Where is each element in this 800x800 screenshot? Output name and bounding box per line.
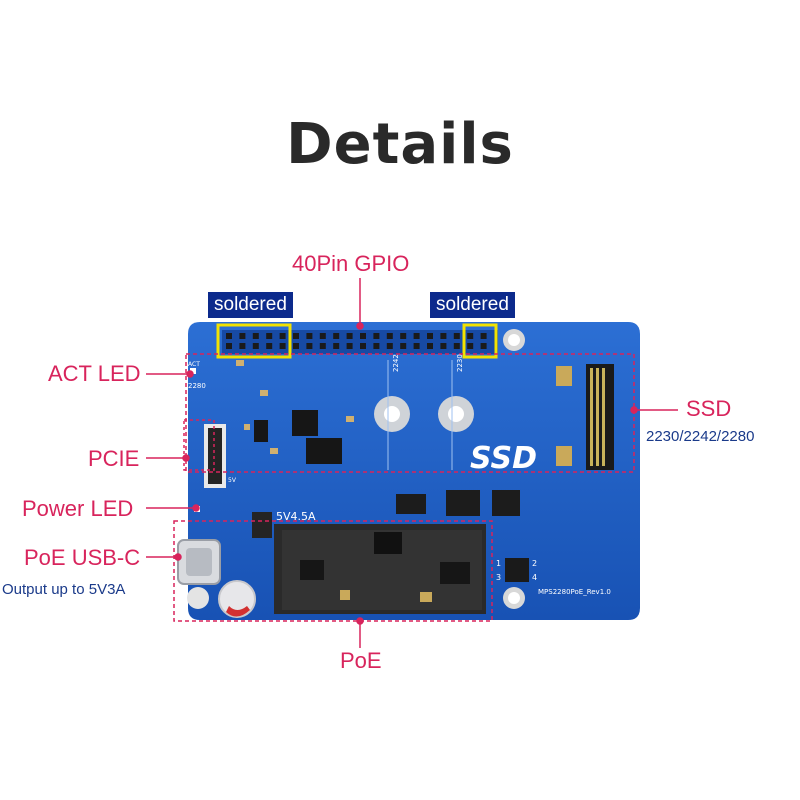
- inductor: [252, 512, 272, 538]
- gpio-pin: [427, 333, 433, 339]
- gpio-pin: [453, 343, 460, 349]
- badge-soldered-left: soldered: [208, 292, 293, 318]
- gpio-pin: [373, 333, 380, 339]
- silk-power-rating: 5V4.5A: [276, 510, 316, 523]
- gpio-pin: [480, 333, 487, 339]
- gpio-pin: [333, 343, 340, 349]
- m2-connector-contacts: [590, 368, 605, 466]
- gpio-pin: [360, 343, 366, 349]
- silk-model: MPS2280PoE_Rev1.0: [538, 588, 611, 596]
- silk-ssd-label: SSD: [470, 441, 537, 476]
- silk-pin-1: 1: [496, 559, 501, 568]
- gpio-pin: [306, 343, 313, 349]
- gpio-pin: [239, 343, 246, 349]
- gpio-pin: [266, 343, 273, 349]
- ic-chip-1: [292, 410, 318, 436]
- silk-pin-2: 2: [532, 559, 537, 568]
- mount-hole-top-right-inner: [508, 334, 520, 346]
- gpio-pin: [467, 333, 474, 339]
- label-ssd: SSD: [686, 396, 732, 421]
- gpio-pin: [226, 333, 232, 339]
- label-power-led: Power LED: [22, 496, 134, 521]
- mosfet-1: [396, 494, 426, 514]
- gpio-pin: [252, 343, 259, 349]
- soldered-highlight-left: [216, 323, 292, 359]
- gpio-pin: [413, 343, 420, 349]
- silk-act: ACT: [188, 361, 200, 368]
- gpio-pin: [413, 333, 420, 339]
- mosfet-3: [492, 490, 520, 516]
- gpio-pin: [346, 333, 353, 339]
- gpio-pin: [346, 343, 353, 349]
- label-poe: PoE: [340, 648, 382, 673]
- gpio-pin: [480, 343, 487, 349]
- gpio-pin: [306, 333, 313, 339]
- label-poe-usb-c: PoE USB-C: [24, 545, 141, 570]
- pcie-highlight: [183, 419, 215, 471]
- gpio-pin: [293, 333, 299, 339]
- gpio-pin: [467, 343, 474, 349]
- silk-2230: 2230: [456, 354, 464, 372]
- gpio-pin: [319, 333, 326, 339]
- label-act-led: ACT LED: [48, 361, 141, 386]
- badge-soldered-right: soldered: [430, 292, 515, 318]
- gpio-pin: [293, 343, 299, 349]
- mosfet-2: [446, 490, 480, 516]
- page-title: Details: [286, 112, 514, 177]
- label-pcie: PCIE: [88, 446, 140, 471]
- gpio-pin: [453, 333, 460, 339]
- m2-side-pads: [556, 366, 572, 386]
- four-pin-header: [505, 558, 529, 582]
- silk-5v: 5V: [228, 477, 237, 484]
- ssd-standoff-2230-inner: [448, 406, 464, 422]
- silk-pin-4: 4: [532, 573, 537, 582]
- silk-2242: 2242: [392, 354, 400, 372]
- gpio-pin: [400, 333, 407, 339]
- gpio-pin: [266, 333, 273, 339]
- gpio-pins: [226, 333, 487, 349]
- gpio-pin: [440, 333, 447, 339]
- gpio-pin: [427, 343, 433, 349]
- gpio-pin: [226, 343, 232, 349]
- soldered-highlight-right: [462, 323, 498, 359]
- mount-hole-bottom-left: [187, 587, 209, 609]
- gpio-pin: [360, 333, 366, 339]
- gpio-pin: [333, 333, 340, 339]
- ic-chip-3: [254, 420, 268, 442]
- gpio-pin: [239, 333, 246, 339]
- act-led: [190, 368, 196, 374]
- label-poe-usb-c-output: Output up to 5V3A: [2, 581, 126, 598]
- mount-hole-bottom-right-inner: [508, 592, 520, 604]
- silk-pin-3: 3: [496, 573, 501, 582]
- gpio-pin: [386, 343, 393, 349]
- ssd-standoff-2242-inner: [384, 406, 400, 422]
- gpio-pin: [440, 343, 447, 349]
- gpio-pin: [252, 333, 259, 339]
- silk-2280: 2280: [188, 382, 206, 390]
- gpio-pin: [279, 343, 286, 349]
- gpio-pin: [279, 333, 286, 339]
- label-40pin-gpio: 40Pin GPIO: [292, 251, 410, 276]
- label-ssd-sizes: 2230/2242/2280: [646, 428, 755, 445]
- poe-transformer: [374, 532, 402, 554]
- gpio-pin: [400, 343, 407, 349]
- gpio-pin: [319, 343, 326, 349]
- ic-chip-2: [306, 438, 342, 464]
- gpio-pin: [373, 343, 380, 349]
- gpio-pin: [386, 333, 393, 339]
- poe-area-highlight: [173, 520, 493, 622]
